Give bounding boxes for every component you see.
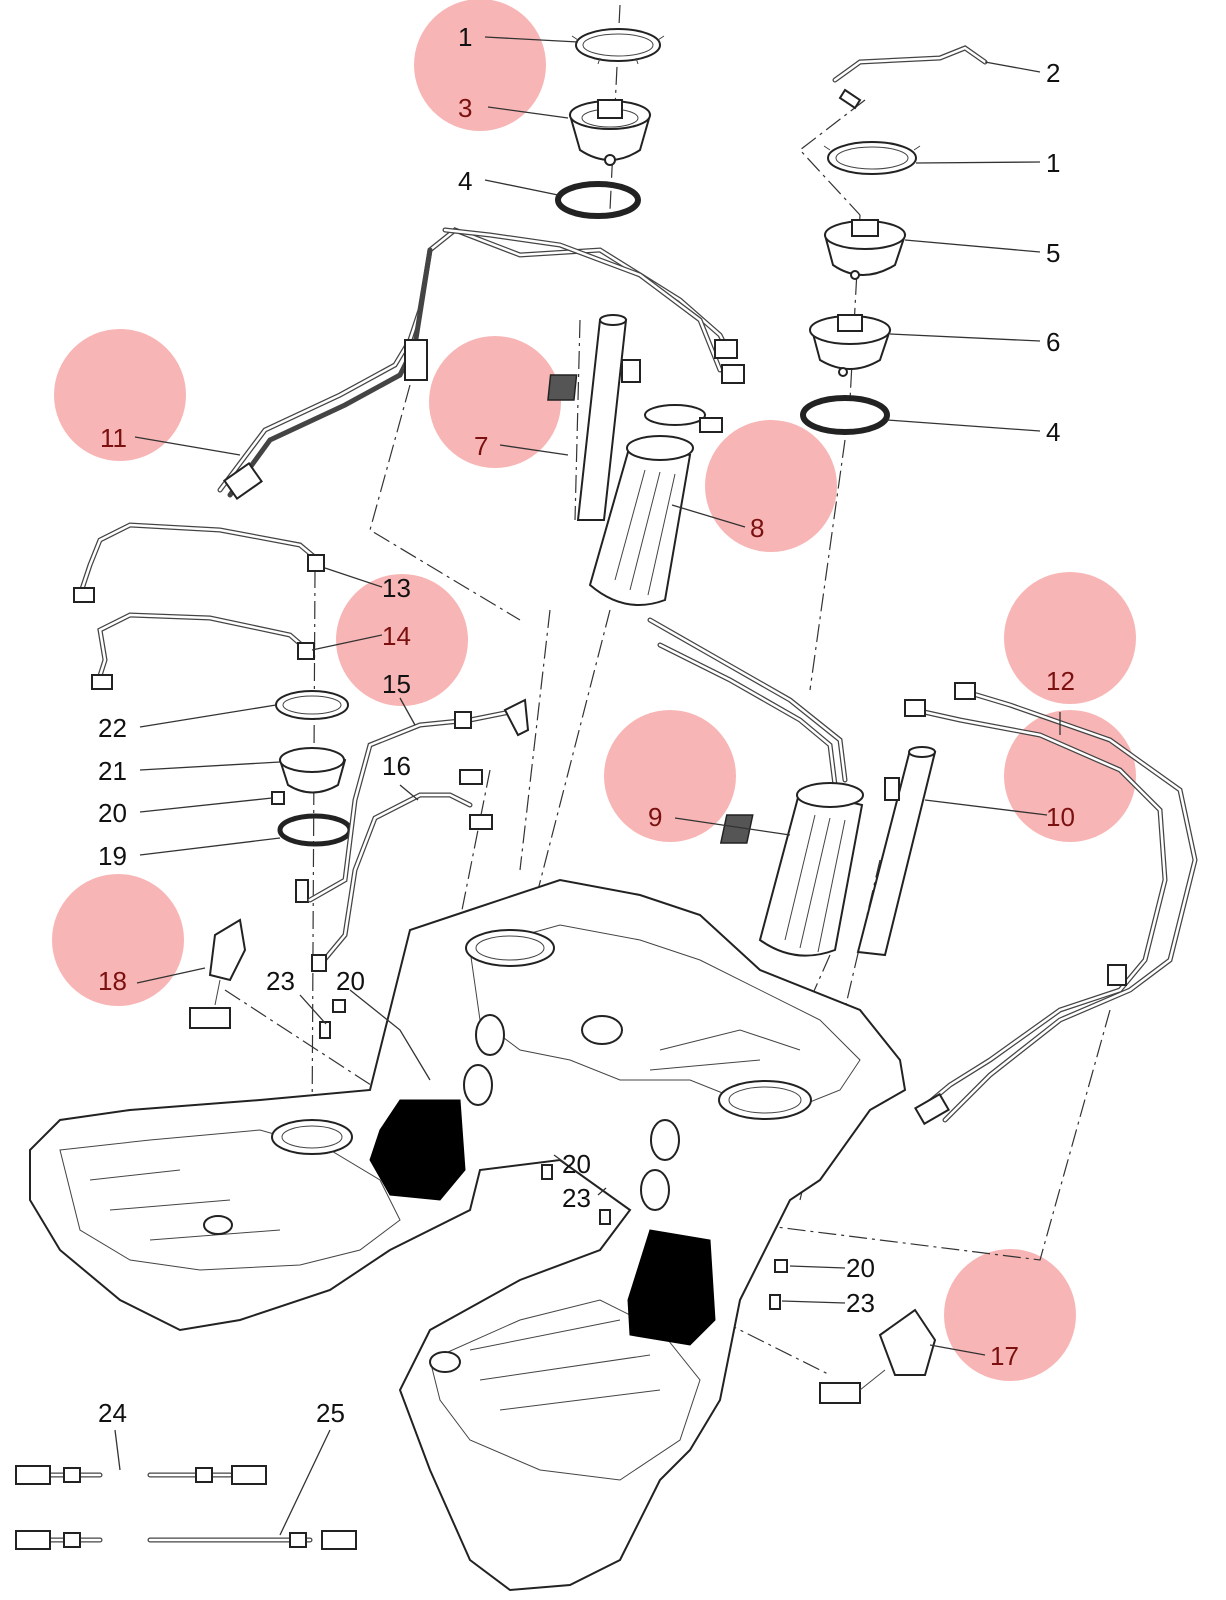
- part-flange-3: [568, 99, 652, 166]
- part-stack-left: [271, 690, 353, 903]
- callout-2: 2: [1046, 58, 1060, 88]
- highlight-circle-11: [54, 329, 186, 461]
- part-fuel-lines-11: [217, 227, 745, 501]
- part-sender-17: [819, 1308, 937, 1404]
- callout-8: 8: [750, 513, 764, 543]
- callout-16: 16: [382, 751, 411, 781]
- callout-12: 12: [1046, 666, 1075, 696]
- leader-lines: [114, 36, 1061, 1536]
- part-seal-4-right: [800, 395, 890, 435]
- part-sender-18: [189, 918, 247, 1029]
- callout-23-center: 23: [562, 1183, 591, 1213]
- callout-14: 14: [382, 621, 411, 651]
- part-tube-10: [719, 746, 937, 957]
- highlight-circle-8: [705, 420, 837, 552]
- callout-1-top: 1: [458, 22, 472, 52]
- callout-19: 19: [98, 841, 127, 871]
- part-flange-6: [809, 314, 892, 377]
- callout-13: 13: [382, 573, 411, 603]
- highlight-circle-10: [1004, 710, 1136, 842]
- highlight-circle-17: [944, 1249, 1076, 1381]
- callout-24: 24: [98, 1398, 127, 1428]
- highlight-circle-1: [414, 0, 546, 131]
- callout-15: 15: [382, 669, 411, 699]
- callout-20-left: 20: [98, 798, 127, 828]
- callout-labels: 1 3 4 2 1 5 6 4 11 7 8 13 14 15 12 22 21…: [98, 22, 1075, 1428]
- part-lock-ring-right: [823, 141, 921, 175]
- part-cables-24-25: [15, 1465, 357, 1550]
- callout-11: 11: [100, 423, 127, 453]
- callout-18: 18: [98, 966, 127, 996]
- callout-4-right: 4: [1046, 417, 1060, 447]
- part-line-2: [832, 45, 988, 110]
- callout-21: 21: [98, 756, 127, 786]
- part-lines-13-14: [73, 522, 325, 690]
- callout-22: 22: [98, 713, 127, 743]
- callout-25: 25: [316, 1398, 345, 1428]
- callout-23-right: 23: [846, 1288, 875, 1318]
- highlight-circle-9: [604, 710, 736, 842]
- highlight-circle-18: [52, 874, 184, 1006]
- callout-4-left: 4: [458, 166, 472, 196]
- callout-1-right: 1: [1046, 148, 1060, 178]
- callout-20-mid: 20: [336, 966, 365, 996]
- highlight-markers: [52, 0, 1136, 1381]
- callout-7: 7: [474, 431, 488, 461]
- highlight-circle-14: [336, 574, 468, 706]
- part-flange-5: [823, 219, 907, 280]
- callout-20-center: 20: [562, 1149, 591, 1179]
- part-lock-ring-left: [571, 28, 665, 65]
- fuel-tank: [29, 878, 907, 1592]
- part-pump-9: [647, 617, 864, 957]
- highlight-circle-12: [1004, 572, 1136, 704]
- part-tube-7: [547, 314, 641, 521]
- callout-17: 17: [990, 1341, 1019, 1371]
- callout-6: 6: [1046, 327, 1060, 357]
- callout-3: 3: [458, 93, 472, 123]
- part-pump-8: [588, 404, 723, 606]
- callout-20-right: 20: [846, 1253, 875, 1283]
- part-seal-4-left: [555, 181, 641, 219]
- callout-23-left: 23: [266, 966, 295, 996]
- callout-9: 9: [648, 802, 662, 832]
- part-lines-15-16: [307, 698, 530, 972]
- callout-10: 10: [1046, 802, 1075, 832]
- highlight-circle-7: [429, 336, 561, 468]
- callout-5: 5: [1046, 238, 1060, 268]
